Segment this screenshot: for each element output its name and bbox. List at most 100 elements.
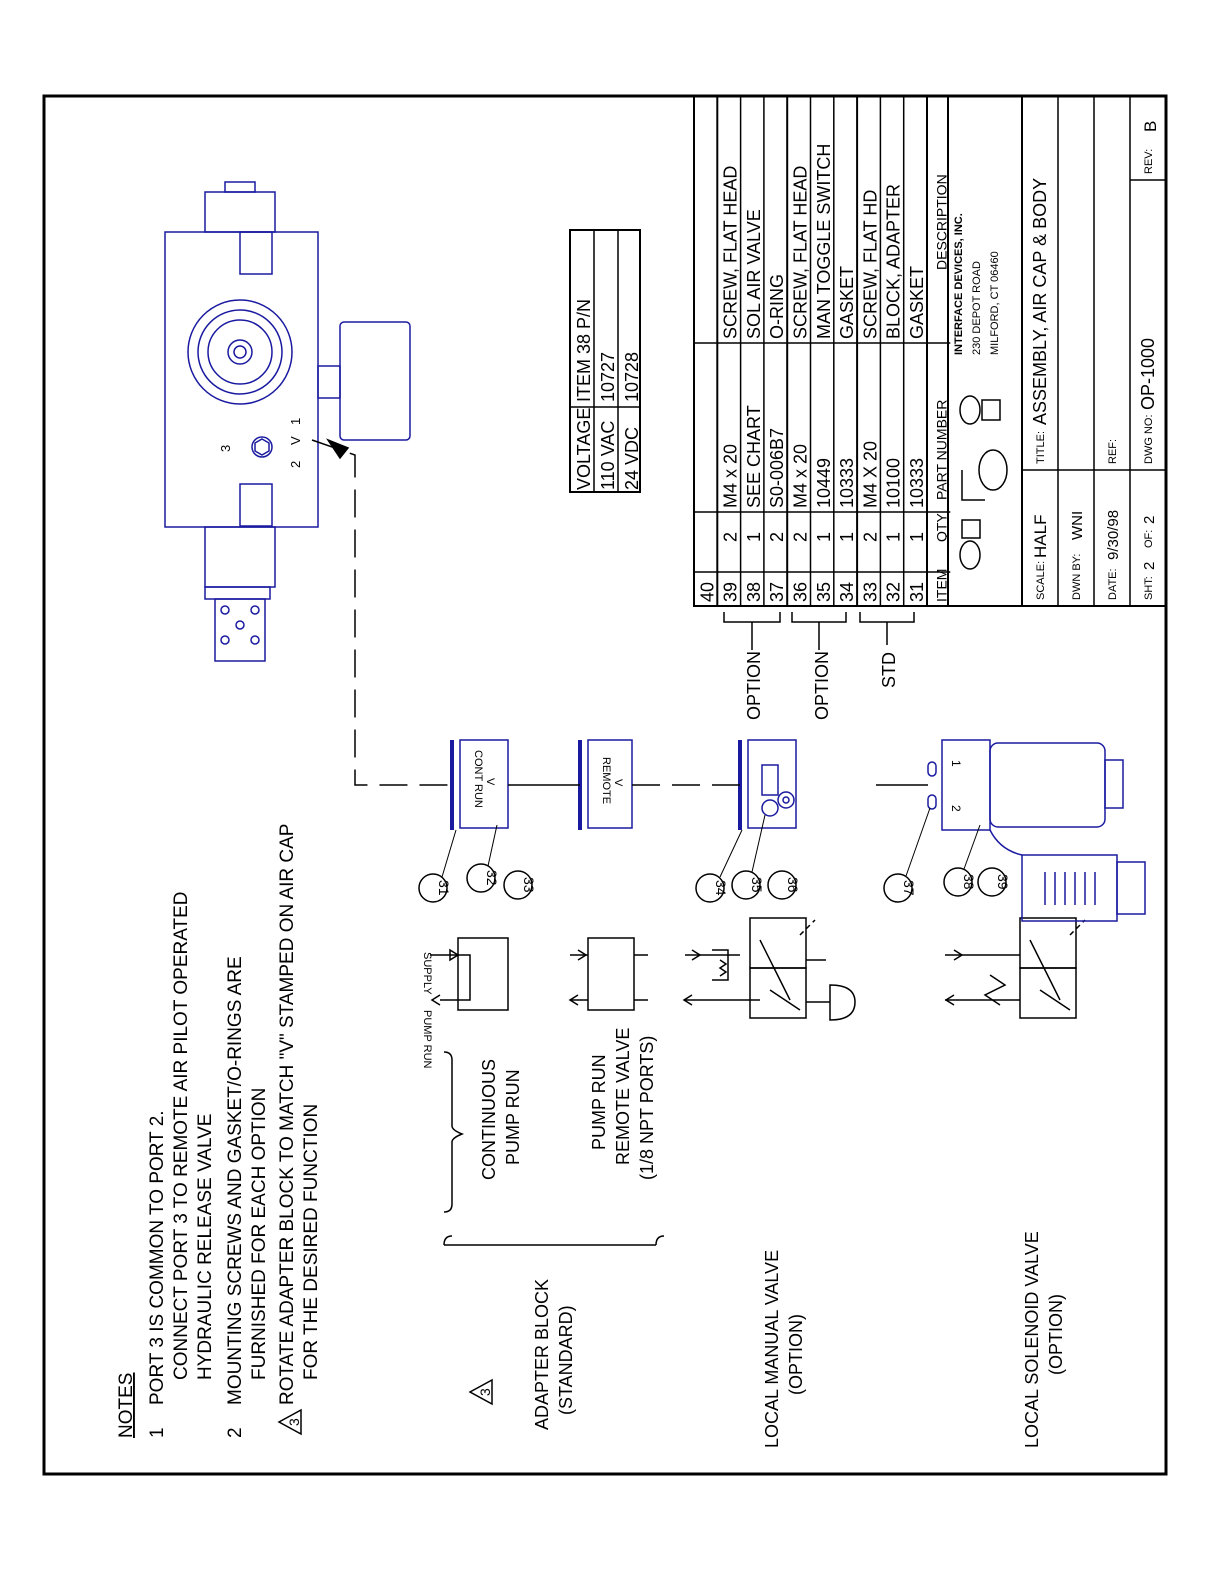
svg-text:2: 2	[1141, 562, 1158, 570]
note-1-line-3: HYDRAULIC RELEASE VALVE	[195, 1114, 216, 1380]
title-block	[947, 96, 1166, 607]
part-item: 38	[744, 582, 764, 602]
port-labels: 3 2 V 1	[218, 418, 303, 468]
part-item: 31	[907, 582, 927, 602]
solenoid-hardware: 1 2	[927, 739, 1146, 922]
solenoid-symbol	[944, 917, 1086, 1019]
svg-text:ASSEMBLY, AIR CAP & BODY: ASSEMBLY, AIR CAP & BODY	[1030, 178, 1050, 425]
svg-text:(OPTION): (OPTION)	[1046, 1294, 1066, 1375]
part-description: SCREW, FLAT HEAD	[721, 166, 741, 339]
part-number: M4 X 20	[860, 441, 880, 508]
part-description: GASKET	[907, 266, 927, 339]
balloon-35: 35	[731, 814, 766, 900]
part-number: M4 x 20	[791, 444, 811, 508]
cont-run-block: CONT RUN V	[450, 739, 509, 830]
balloon-39: 39	[977, 867, 1011, 897]
svg-text:37: 37	[901, 880, 917, 896]
bracket-option-1: OPTION	[744, 651, 764, 720]
adapter-delta-3: 3	[468, 1378, 493, 1406]
part-number: 10333	[837, 458, 857, 508]
voltage-header-0: VOLTAGE	[574, 408, 594, 490]
notes-title: NOTES	[116, 1373, 137, 1438]
part-item: 39	[721, 582, 741, 602]
voltage-cell: 110 VAC	[598, 421, 618, 490]
svg-text:33: 33	[521, 877, 537, 893]
part-item: 33	[860, 582, 880, 602]
brace-line	[443, 1235, 665, 1246]
svg-text:OF:: OF:	[1143, 530, 1155, 548]
note-1-line-2: CONNECT PORT 3 TO REMOTE AIR PILOT OPERA…	[171, 892, 192, 1380]
note-3-line-1: ROTATE ADAPTER BLOCK TO MATCH "V" STAMPE…	[277, 824, 298, 1405]
part-item: 34	[837, 582, 857, 602]
voltage-cell: 24 VDC	[622, 427, 642, 490]
svg-text:WNI: WNI	[1069, 511, 1086, 540]
voltage-cell: 10727	[598, 352, 618, 402]
part-qty: 1	[744, 532, 764, 542]
part-qty: 1	[907, 532, 927, 542]
title-block-text: INTERFACE DEVICES, INC. 230 DEPOT ROAD M…	[953, 121, 1160, 600]
part-number: 10100	[884, 458, 904, 508]
part-qty: 2	[767, 532, 787, 542]
balloon-32: 32	[466, 824, 500, 893]
parts-header-item: ITEM	[933, 569, 949, 602]
remote-block: REMOTE V	[578, 739, 633, 830]
svg-text:ADAPTER BLOCK: ADAPTER BLOCK	[532, 1279, 552, 1430]
pump-run-label: PUMP RUN	[421, 1010, 433, 1069]
note-2-line-2: FURNISHED FOR EACH OPTION	[249, 1088, 270, 1380]
balloon-31: 31	[418, 829, 457, 903]
supply-label: SUPPLY	[421, 952, 433, 995]
notes-block: NOTES 1 PORT 3 IS COMMON TO PORT 2. CONN…	[116, 824, 322, 1438]
part-qty: 1	[814, 532, 834, 542]
bracket-std: STD	[879, 652, 899, 688]
svg-text:SCALE:: SCALE:	[1035, 561, 1047, 600]
item-brackets	[723, 612, 915, 650]
part-qty: 1	[884, 532, 904, 542]
svg-text:OP-1000: OP-1000	[1138, 338, 1158, 410]
note-3-delta: 3	[277, 1408, 302, 1436]
svg-text:38: 38	[961, 874, 977, 890]
svg-text:SHT:: SHT:	[1143, 576, 1155, 600]
bracket-option-2: OPTION	[812, 651, 832, 720]
part-item: 40	[697, 582, 717, 602]
part-description: BLOCK, ADAPTER	[884, 184, 904, 339]
svg-text:LOCAL SOLENOID VALVE: LOCAL SOLENOID VALVE	[1022, 1231, 1042, 1448]
part-item: 37	[767, 582, 787, 602]
svg-text:REMOTE VALVE: REMOTE VALVE	[613, 1028, 633, 1165]
svg-text:2: 2	[1141, 516, 1158, 524]
svg-text:3: 3	[286, 1418, 302, 1426]
adapter-block-label: ADAPTER BLOCK (STANDARD) 3	[468, 1279, 576, 1430]
part-item: 35	[814, 582, 834, 602]
svg-text:V: V	[612, 779, 624, 787]
svg-text:REV:: REV:	[1143, 149, 1155, 174]
parts-header-description: DESCRIPTION	[933, 174, 949, 270]
voltage-cell: 10728	[622, 352, 642, 402]
part-description: SCREW, FLAT HEAD	[791, 166, 811, 339]
part-description: O-RING	[767, 274, 787, 339]
svg-text:1: 1	[949, 760, 963, 767]
svg-text:DWN BY:: DWN BY:	[1071, 554, 1083, 600]
balloons: 31 32 33 34 35 36 37 38 39	[418, 807, 1011, 903]
svg-text:2: 2	[288, 461, 303, 468]
svg-text:1: 1	[288, 418, 303, 425]
svg-text:230 DEPOT ROAD: 230 DEPOT ROAD	[971, 261, 983, 355]
note-1-line-1: PORT 3 IS COMMON TO PORT 2.	[147, 1110, 168, 1405]
svg-text:(1/8 NPT PORTS): (1/8 NPT PORTS)	[637, 1036, 657, 1180]
part-number: 10333	[907, 458, 927, 508]
svg-text:REMOTE: REMOTE	[600, 757, 612, 804]
manual-symbol	[682, 917, 856, 1021]
part-description: MAN TOGGLE SWITCH	[814, 144, 834, 339]
note-2-num: 2	[225, 1427, 246, 1438]
note-2-line-1: MOUNTING SCREWS AND GASKET/O-RINGS ARE	[225, 956, 246, 1405]
balloon-36: 36	[767, 870, 801, 900]
svg-text:35: 35	[749, 877, 765, 893]
svg-text:(STANDARD): (STANDARD)	[556, 1305, 576, 1415]
air-cap-body	[164, 181, 411, 662]
parts-header-part-number: PART NUMBER	[933, 400, 949, 500]
part-number: SEE CHART	[744, 405, 764, 508]
svg-text:39: 39	[995, 874, 1011, 890]
part-number: 10449	[814, 458, 834, 508]
svg-text:REF:: REF:	[1107, 439, 1119, 464]
